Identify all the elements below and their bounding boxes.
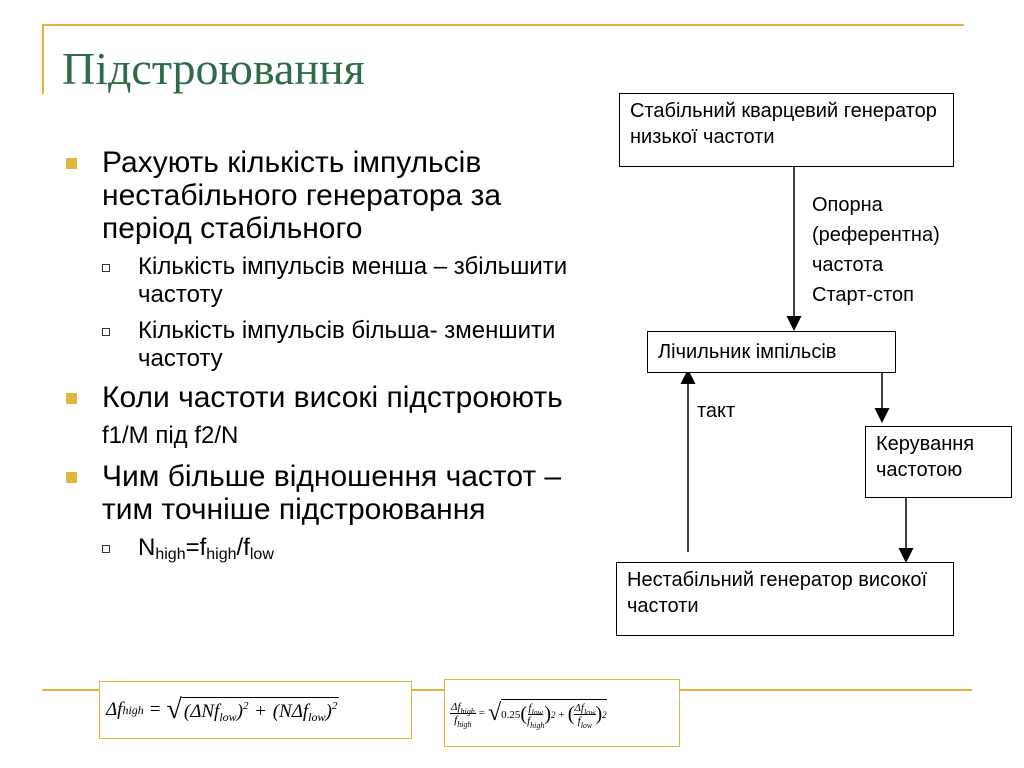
plain-text-f1-f2: f1/M під f2/N: [102, 422, 239, 449]
formula2-lhs-fraction: Δfhigh fhigh: [450, 700, 476, 729]
stable-generator-box: Стабільний кварцевий генератор низької ч…: [619, 93, 954, 167]
sqrt-icon: √: [487, 699, 502, 726]
slide-title: Підстроювання: [62, 43, 365, 94]
unstable-generator-box: Нестабільний генератор високої частоти: [616, 562, 954, 636]
formula-relative-error: Δfhigh fhigh = √ 0.25 ( flow fhigh )2 + …: [444, 679, 680, 747]
hollow-square-bullet-icon: [102, 328, 110, 336]
hollow-square-bullet-icon: [102, 545, 110, 553]
bullet-frequency-ratio: Чим більше відношення частот – тим точні…: [64, 460, 584, 526]
bullet-high-frequencies: Коли частоти високі підстроюють: [64, 381, 584, 414]
sqrt-icon: √: [166, 694, 182, 725]
reference-frequency-label: Опорна (референтна) частота Старт-стоп: [812, 194, 940, 306]
square-bullet-icon: [66, 472, 77, 483]
bullet-list: Рахують кількість імпульсів нестабільног…: [64, 146, 584, 570]
left-accent-rule: [42, 24, 44, 94]
clock-label: такт: [697, 400, 736, 422]
square-bullet-icon: [66, 393, 77, 404]
sub-bullet-n-high-formula: Nhigh=fhigh/flow: [64, 534, 584, 563]
square-bullet-icon: [66, 158, 77, 169]
bullet-count-pulses: Рахують кількість імпульсів нестабільног…: [64, 146, 584, 245]
hollow-square-bullet-icon: [102, 264, 110, 272]
formula1-radicand: (ΔNflow)2 + (NΔflow)2: [181, 697, 340, 723]
frequency-control-box: Керування частотою: [865, 426, 1012, 498]
formula2-radicand: 0.25 ( flow fhigh )2 + ( Δflow flow )2: [501, 699, 607, 730]
sub-bullet-fewer-pulses: Кількість імпульсів менша – збільшити ча…: [64, 253, 584, 309]
pulse-counter-box: Лічильник імпільсів: [647, 331, 896, 373]
sub-bullet-more-pulses: Кількість імпульсів більша- зменшити час…: [64, 317, 584, 373]
top-accent-rule: [42, 24, 964, 26]
